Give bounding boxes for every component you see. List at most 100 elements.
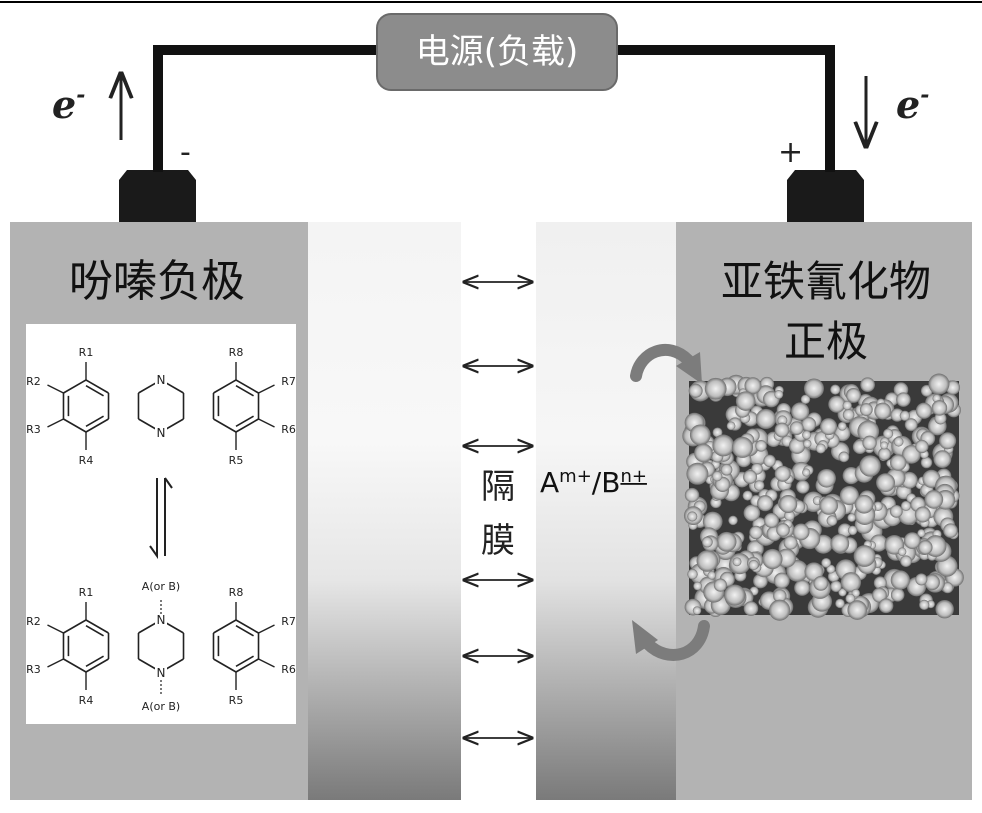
substituent-label: R2 [26, 615, 41, 628]
bond [63, 418, 87, 433]
sem-particle [774, 422, 790, 438]
sem-particle [890, 454, 907, 471]
sem-particle [742, 490, 753, 501]
circulation-arrow-bottom [632, 620, 710, 661]
sem-particle [693, 581, 702, 591]
sem-particle [789, 421, 804, 435]
sem-particle [899, 410, 911, 421]
bond [235, 418, 259, 433]
sem-particle [769, 599, 791, 621]
sem-particle [897, 547, 907, 556]
negative-terminal [119, 170, 196, 222]
sem-particle [917, 529, 926, 538]
sem-particle [707, 571, 716, 580]
sem-particle [779, 494, 798, 514]
cathode-electrolyte [536, 222, 676, 800]
sem-particle [915, 439, 929, 454]
substituent-label: R5 [229, 454, 244, 467]
sem-particle [919, 599, 930, 610]
sem-particle [743, 601, 759, 616]
substituent-bond [47, 658, 64, 668]
sem-particle [753, 480, 765, 491]
bond [235, 619, 259, 634]
sem-particle [763, 454, 776, 468]
sem-particle [713, 578, 727, 592]
sem-particle [688, 383, 703, 398]
sem-particle [838, 451, 850, 463]
sem-particle [815, 443, 826, 454]
bond [235, 655, 254, 667]
sem-particle [694, 443, 713, 463]
sem-particle [918, 540, 933, 555]
sem-particle [847, 525, 858, 536]
electron-label-right: e- [896, 82, 929, 127]
positive-sign: + [778, 135, 803, 170]
substituent-label: R8 [229, 586, 244, 599]
substituent-bond [258, 418, 275, 428]
bond [213, 418, 237, 433]
bond [63, 379, 87, 394]
sem-particle [915, 573, 928, 586]
nitrogen-atom-bottom: N [157, 666, 166, 680]
sem-particle [731, 436, 754, 458]
sem-particle [692, 606, 702, 615]
substituent-label: R7 [281, 615, 296, 628]
sem-particle [726, 421, 736, 431]
sem-particle [826, 515, 838, 526]
sem-particle [687, 568, 698, 580]
sem-particle [792, 523, 810, 541]
sem-particle [880, 441, 889, 450]
sem-particle [796, 480, 810, 494]
negative-sign: - [180, 135, 191, 170]
sem-particle [716, 531, 737, 552]
sem-particle [839, 485, 859, 506]
substituent-label: R1 [79, 586, 94, 599]
bond [85, 625, 104, 637]
sem-particle [687, 511, 698, 522]
sem-particle [728, 515, 738, 526]
substituent-label: R6 [281, 423, 296, 436]
sem-particle [774, 465, 791, 482]
sem-particle [724, 584, 746, 606]
bond [235, 415, 254, 427]
sem-particle [684, 487, 700, 503]
ion-exchange-arrows [464, 282, 532, 738]
sem-particle [686, 462, 709, 485]
sem-particle [890, 588, 905, 602]
sem-particle [774, 390, 784, 399]
power-source-box [376, 13, 618, 91]
sem-particle [914, 506, 931, 523]
sem-particle [859, 455, 881, 477]
sem-particle [788, 437, 806, 454]
circulation-arrow-top [630, 344, 702, 384]
sem-particle [712, 434, 735, 457]
sem-particle [873, 576, 887, 590]
sem-particle [837, 421, 847, 431]
substituent-label: R4 [79, 454, 94, 467]
sem-particle [915, 402, 933, 419]
sem-particle [762, 548, 783, 570]
sem-particle [777, 415, 788, 426]
ion-species-label: Am+/Bn+ [540, 466, 647, 499]
sem-particle [903, 532, 921, 550]
sem-particle [802, 430, 812, 440]
sem-particle [860, 377, 875, 393]
sem-particle [732, 557, 742, 567]
positive-terminal [787, 170, 864, 222]
sem-particle [859, 403, 873, 416]
sem-particle [878, 598, 894, 614]
substituent-label: R4 [79, 694, 94, 707]
power-source-label: 电源(负载) [416, 32, 579, 72]
sem-particle [934, 412, 947, 425]
bond [213, 619, 237, 634]
sem-particle [835, 598, 845, 609]
sem-particle [696, 550, 719, 572]
bound-ion-label: A(or B) [142, 700, 180, 713]
sem-particle [904, 418, 918, 432]
sem-particle [735, 391, 756, 411]
substituent-label: R2 [26, 375, 41, 388]
bond [235, 625, 254, 637]
sem-particle [941, 582, 954, 594]
bond [63, 658, 87, 673]
substituent-bond [258, 658, 275, 668]
